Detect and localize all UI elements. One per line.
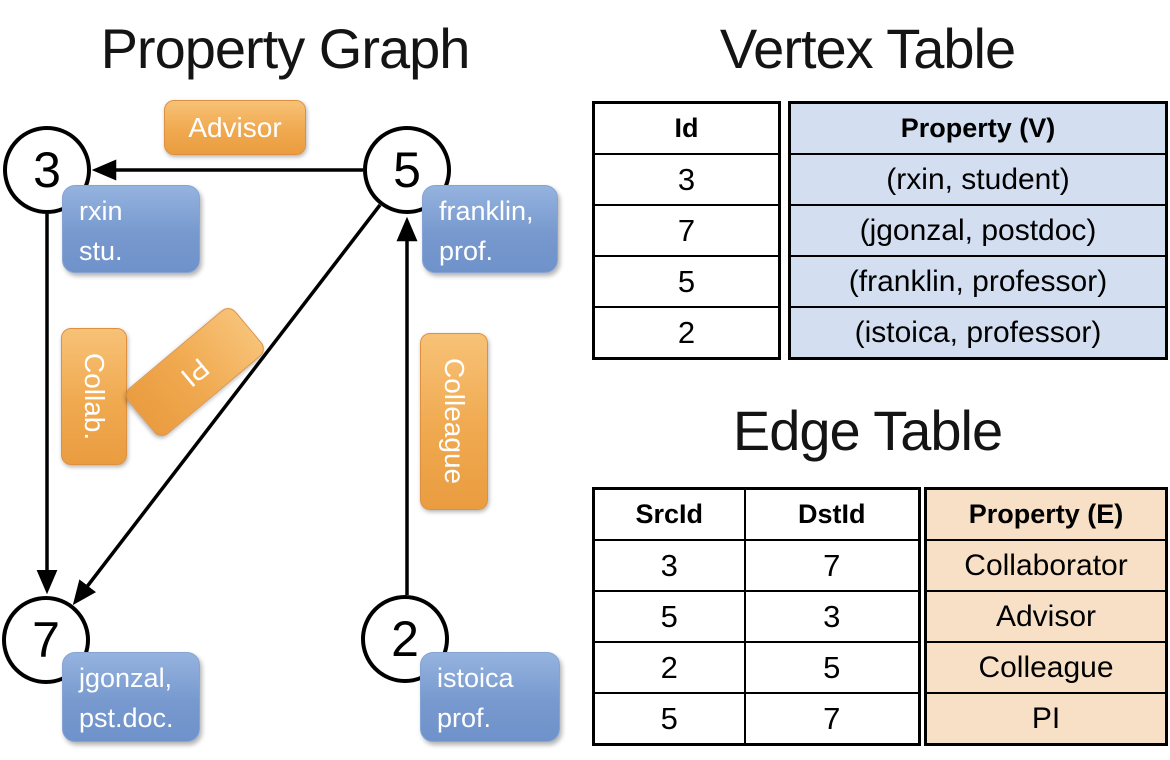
table-row: 3 [592, 153, 781, 206]
vertex-property-line: jgonzal, [79, 663, 173, 693]
table-row: (franklin, professor) [788, 255, 1168, 308]
vertex-property-box-franklin: franklin, prof. [422, 185, 558, 273]
edge-label-collab: Collab. [61, 328, 127, 465]
table-cell: Colleague [924, 641, 1168, 694]
table-row: Colleague [924, 641, 1168, 694]
graph-node-3: 3 [3, 126, 91, 214]
table-row: 5 [592, 255, 781, 308]
table-cell: (istoica, professor) [788, 306, 1168, 360]
table-row: PI [924, 692, 1168, 746]
table-cell: 7 [592, 204, 781, 257]
vertex-property-line: istoica [437, 663, 514, 693]
table-cell: PI [924, 692, 1168, 746]
table-row: Collaborator [924, 539, 1168, 592]
vertex-property-header: Property (V) [788, 101, 1168, 155]
vertex-table-title: Vertex Table [719, 17, 1016, 80]
table-cell: (jgonzal, postdoc) [788, 204, 1168, 257]
node-id-label: 2 [391, 611, 419, 667]
vertex-property-box-rxin: rxin stu. [62, 185, 200, 273]
table-cell: 7 [743, 539, 921, 592]
vertex-property-box-istoica: istoica prof. [420, 652, 560, 742]
table-cell: 3 [592, 153, 781, 206]
node-id-label: 7 [32, 612, 60, 668]
table-row: Advisor [924, 590, 1168, 643]
table-cell: 3 [592, 539, 746, 592]
edge-label-text: Colleague [439, 358, 470, 485]
edge-src-header: SrcId [592, 487, 746, 541]
table-cell: Collaborator [924, 539, 1168, 592]
table-cell: 7 [743, 692, 921, 746]
edge-label-text: Advisor [188, 111, 282, 143]
vertex-property-subtable: Property (V) (rxin, student)(jgonzal, po… [788, 101, 1168, 360]
edge-label-text: PI [175, 352, 216, 393]
vertex-id-header: Id [592, 101, 781, 155]
vertex-property-line: franklin, [439, 196, 534, 226]
node-id-label: 3 [33, 142, 61, 198]
table-cell: (franklin, professor) [788, 255, 1168, 308]
edge-label-text: Collab. [79, 352, 110, 441]
edge-label-pi: PI [122, 304, 268, 440]
table-cell: 5 [592, 692, 746, 746]
edge-table-title: Edge Table [732, 399, 1003, 462]
vertex-property-line: prof. [437, 703, 492, 733]
edge-property-header: Property (E) [924, 487, 1168, 541]
vertex-property-box-jgonzal: jgonzal, pst.doc. [62, 652, 200, 742]
vertex-property-line: prof. [439, 236, 494, 266]
vertex-property-line: pst.doc. [79, 703, 174, 733]
table-cell: 2 [592, 306, 781, 360]
table-row: 7 [592, 204, 781, 257]
table-cell: 2 [592, 641, 746, 694]
table-row: (jgonzal, postdoc) [788, 204, 1168, 257]
table-row: 2 [592, 306, 781, 360]
table-row: (rxin, student) [788, 153, 1168, 206]
property-graph-title: Property Graph [100, 17, 471, 80]
edge-label-colleague: Colleague [420, 333, 488, 510]
table-cell: 5 [743, 641, 921, 694]
table-cell: 3 [743, 590, 921, 643]
vertex-property-line: stu. [79, 236, 123, 266]
table-cell: Advisor [924, 590, 1168, 643]
table-cell: 5 [592, 255, 781, 308]
edge-label-advisor: Advisor [164, 100, 306, 155]
table-cell: (rxin, student) [788, 153, 1168, 206]
vertex-property-line: rxin [79, 196, 123, 226]
table-cell: 5 [592, 590, 746, 643]
edge-dst-header: DstId [743, 487, 921, 541]
table-row: (istoica, professor) [788, 306, 1168, 360]
node-id-label: 5 [393, 142, 421, 198]
